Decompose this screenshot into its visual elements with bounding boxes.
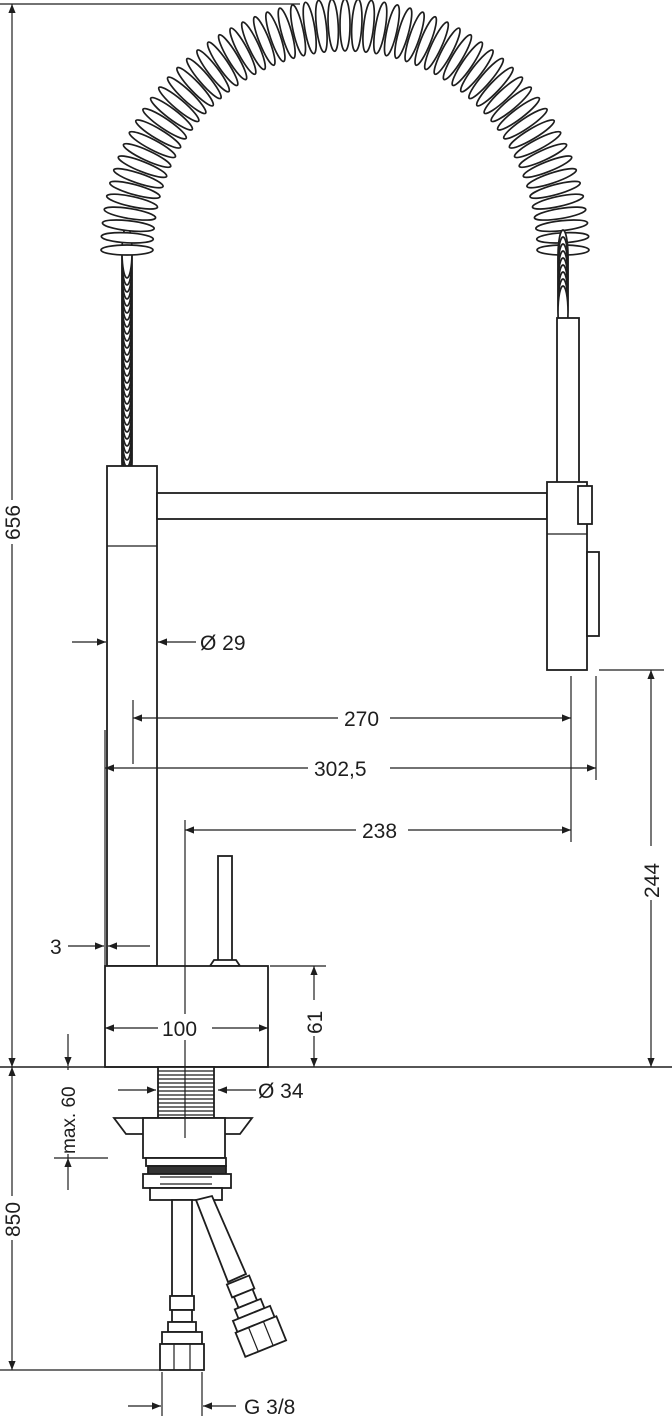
coil-loop bbox=[339, 0, 351, 52]
coil-loop bbox=[185, 57, 222, 100]
dim-reach-302: 302,5 bbox=[104, 676, 597, 966]
coil-loop bbox=[264, 11, 286, 63]
coil-loop bbox=[108, 180, 161, 200]
coil-loop bbox=[513, 130, 562, 159]
coil-loop bbox=[149, 96, 194, 131]
spring-coil bbox=[100, 0, 590, 489]
threaded-shank bbox=[157, 1066, 215, 1120]
label-656: 656 bbox=[2, 505, 25, 540]
coil-loop bbox=[122, 142, 172, 169]
coil-loop bbox=[103, 206, 157, 221]
coil-loop bbox=[134, 119, 182, 149]
coil-loop bbox=[490, 86, 533, 123]
coil-loop bbox=[196, 49, 231, 93]
faucet-column bbox=[106, 465, 158, 967]
dim-reach-270: 270 bbox=[132, 676, 572, 842]
dim-diameter-shank: Ø 34 bbox=[118, 1080, 304, 1103]
coil-loop bbox=[483, 76, 524, 115]
coil-loop bbox=[442, 33, 473, 81]
coil-loop bbox=[206, 41, 239, 87]
coil-loop bbox=[176, 66, 215, 107]
coil-loop bbox=[526, 167, 578, 189]
coil-loop bbox=[112, 167, 164, 189]
mounting-hardware bbox=[112, 1117, 254, 1201]
coil-loop bbox=[468, 57, 505, 100]
spray-tube bbox=[556, 317, 580, 485]
coil-loop bbox=[529, 180, 582, 200]
dim-below-deck: 850 bbox=[0, 1067, 162, 1371]
coil-loop bbox=[105, 193, 159, 210]
coil-loop bbox=[117, 155, 168, 179]
coil-loop bbox=[404, 11, 426, 63]
support-arm bbox=[156, 492, 548, 520]
coil-loop bbox=[496, 96, 541, 131]
coil-loop bbox=[289, 4, 307, 57]
coil-loop bbox=[502, 107, 548, 140]
coil-loop bbox=[433, 27, 461, 76]
coil-loop bbox=[451, 41, 484, 87]
coil-loop bbox=[252, 15, 276, 67]
label-diameter-34: Ø 34 bbox=[258, 1080, 304, 1103]
label-100: 100 bbox=[162, 1018, 197, 1041]
spray-head bbox=[546, 481, 600, 671]
coil-loop bbox=[350, 0, 363, 53]
handle-lever bbox=[208, 855, 242, 967]
label-244: 244 bbox=[641, 863, 664, 898]
dim-base-width: 100 bbox=[105, 1014, 268, 1041]
coil-loop bbox=[522, 155, 573, 179]
label-238: 238 bbox=[362, 820, 397, 843]
coil-loop bbox=[362, 0, 376, 54]
coil-loop bbox=[423, 21, 450, 71]
label-302-5: 302,5 bbox=[314, 758, 367, 781]
coil-loop bbox=[372, 1, 388, 55]
dim-reach-238: 238 bbox=[185, 816, 571, 843]
coil-loop bbox=[459, 49, 494, 93]
coil-loop bbox=[383, 4, 401, 57]
coil-loop bbox=[531, 193, 585, 210]
dim-total-height: 656 bbox=[0, 3, 300, 1067]
coil-loop bbox=[100, 244, 154, 256]
label-diameter-29: Ø 29 bbox=[200, 632, 246, 655]
dim-base-height: 61 bbox=[270, 965, 327, 1067]
dim-thread: G 3/8 bbox=[128, 1372, 295, 1419]
coil-loop bbox=[314, 0, 328, 54]
coil-loop bbox=[128, 130, 177, 159]
dim-max-deck: max. 60 bbox=[54, 1034, 108, 1190]
coil-loop bbox=[518, 142, 568, 169]
dim-height-244: 244 bbox=[599, 669, 664, 1067]
coil-loop bbox=[327, 0, 340, 53]
dim-offset-3: 3 bbox=[50, 936, 150, 959]
label-g-3-8: G 3/8 bbox=[244, 1396, 295, 1419]
coil-loop bbox=[414, 15, 438, 67]
coil-loop bbox=[475, 66, 514, 107]
dim-diameter-spout: Ø 29 bbox=[72, 632, 246, 655]
coil-loop bbox=[508, 119, 556, 149]
label-3: 3 bbox=[50, 936, 62, 959]
coil-loop bbox=[217, 33, 248, 81]
label-61: 61 bbox=[304, 1011, 327, 1034]
coil-loop bbox=[302, 1, 318, 55]
coil-loop bbox=[100, 231, 155, 244]
coil-loop bbox=[240, 21, 267, 71]
coil-loop bbox=[229, 27, 257, 76]
label-270: 270 bbox=[344, 708, 379, 731]
coil-loop bbox=[533, 206, 587, 221]
coil-loop bbox=[157, 86, 200, 123]
supply-hoses bbox=[159, 1194, 288, 1371]
coil-loop bbox=[277, 7, 297, 60]
coil-loop bbox=[393, 7, 413, 60]
coil-loop bbox=[166, 76, 207, 115]
coil-loop bbox=[101, 219, 156, 233]
label-max-60: max. 60 bbox=[59, 1086, 80, 1154]
label-850: 850 bbox=[2, 1202, 25, 1237]
coil-loop bbox=[142, 107, 188, 140]
